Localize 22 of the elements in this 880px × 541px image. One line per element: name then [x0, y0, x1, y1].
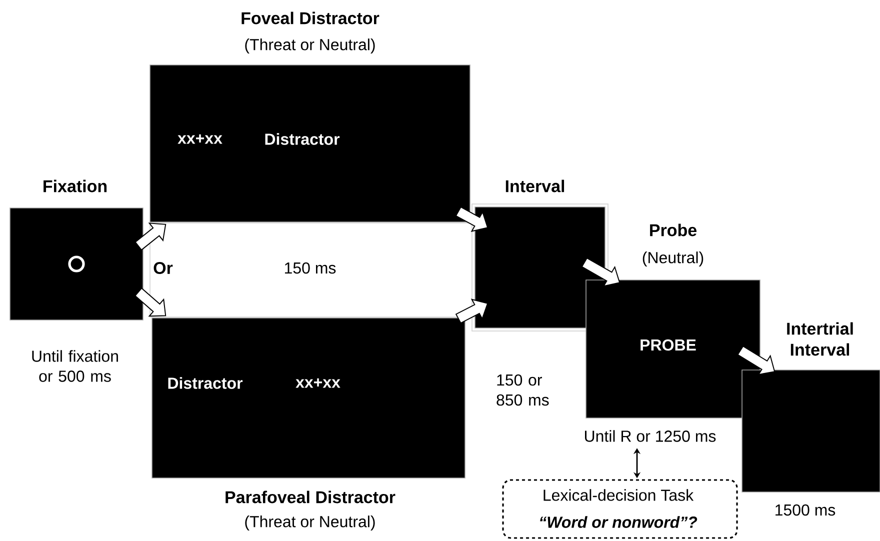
heading: Or	[154, 262, 173, 274]
heading: Intertrial Interval	[787, 322, 853, 356]
label: 150 or 850 ms	[496, 374, 549, 406]
label: 150 ms	[285, 262, 336, 274]
heading: Fixation	[44, 180, 107, 192]
heading: Interval	[506, 180, 564, 192]
screen-text: xx+xx	[296, 378, 340, 388]
task-prompt: “Word or nonword”?	[540, 516, 698, 528]
screen-text: xx+xx	[178, 134, 222, 144]
screen-text: Distractor	[168, 377, 243, 389]
label: Until fixation or 500 ms	[32, 350, 118, 382]
label: Lexical-decision Task	[544, 489, 694, 501]
label: (Neutral)	[642, 252, 704, 266]
label: (Threat or Neutral)	[245, 516, 375, 530]
screen-text: Distractor	[265, 133, 340, 145]
heading: Probe	[650, 224, 697, 236]
label: 1500 ms	[776, 504, 836, 516]
heading: Foveal Distractor	[242, 12, 380, 24]
screen-text: PROBE	[640, 339, 696, 351]
label: (Threat or Neutral)	[245, 38, 375, 54]
duration-label: Until R or 1250 ms	[585, 430, 716, 442]
heading: Parafoveal Distractor	[226, 490, 396, 504]
